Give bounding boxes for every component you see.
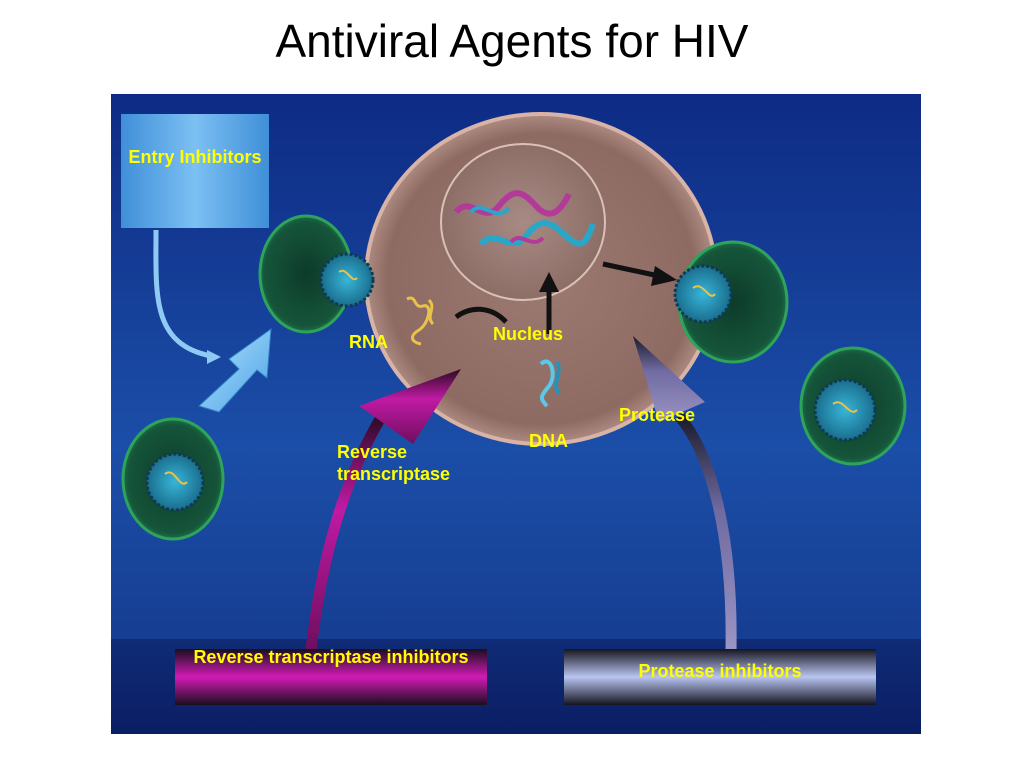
entry-inhibitors-label: Entry Inhibitors (128, 147, 262, 167)
nucleus (440, 143, 606, 301)
rt-inhibitors-bar (175, 649, 487, 705)
entry-connector-line (153, 229, 212, 359)
dna-strand-icon (539, 359, 561, 408)
dna-label: DNA (529, 431, 568, 451)
nucleus-label: Nucleus (493, 324, 564, 344)
virus-particle-icon (673, 240, 789, 364)
nucleus-to-exit-arrow (602, 261, 660, 279)
reverse-transcriptase-label: Reverse transcriptase (337, 442, 451, 484)
rna-label: RNA (349, 332, 388, 352)
protease-label: Protease (619, 405, 696, 425)
protease-inhibitors-bar (564, 649, 876, 705)
entry-arrow-icon (198, 327, 272, 413)
hiv-diagram-panel: Entry Inhibitors RNA Nucleus DNA Proteas… (111, 94, 921, 734)
rt-inhibitors-label: Reverse transcriptase inhibitors (193, 647, 469, 667)
page-title: Antiviral Agents for HIV (275, 15, 749, 67)
protease-inhibitors-label: Protease inhibitors (638, 661, 802, 681)
entry-inhibitors-box (121, 114, 269, 228)
diagram-graphics (111, 94, 921, 734)
protease-arrow-icon (633, 336, 737, 651)
rna-to-dna-arrow (454, 306, 508, 324)
virus-particle-icon (121, 417, 225, 541)
reverse-transcriptase-arrow-icon (305, 369, 461, 651)
virus-particle-icon (258, 214, 375, 334)
virus-particle-icon (799, 346, 907, 466)
rna-strand-icon (406, 296, 435, 346)
